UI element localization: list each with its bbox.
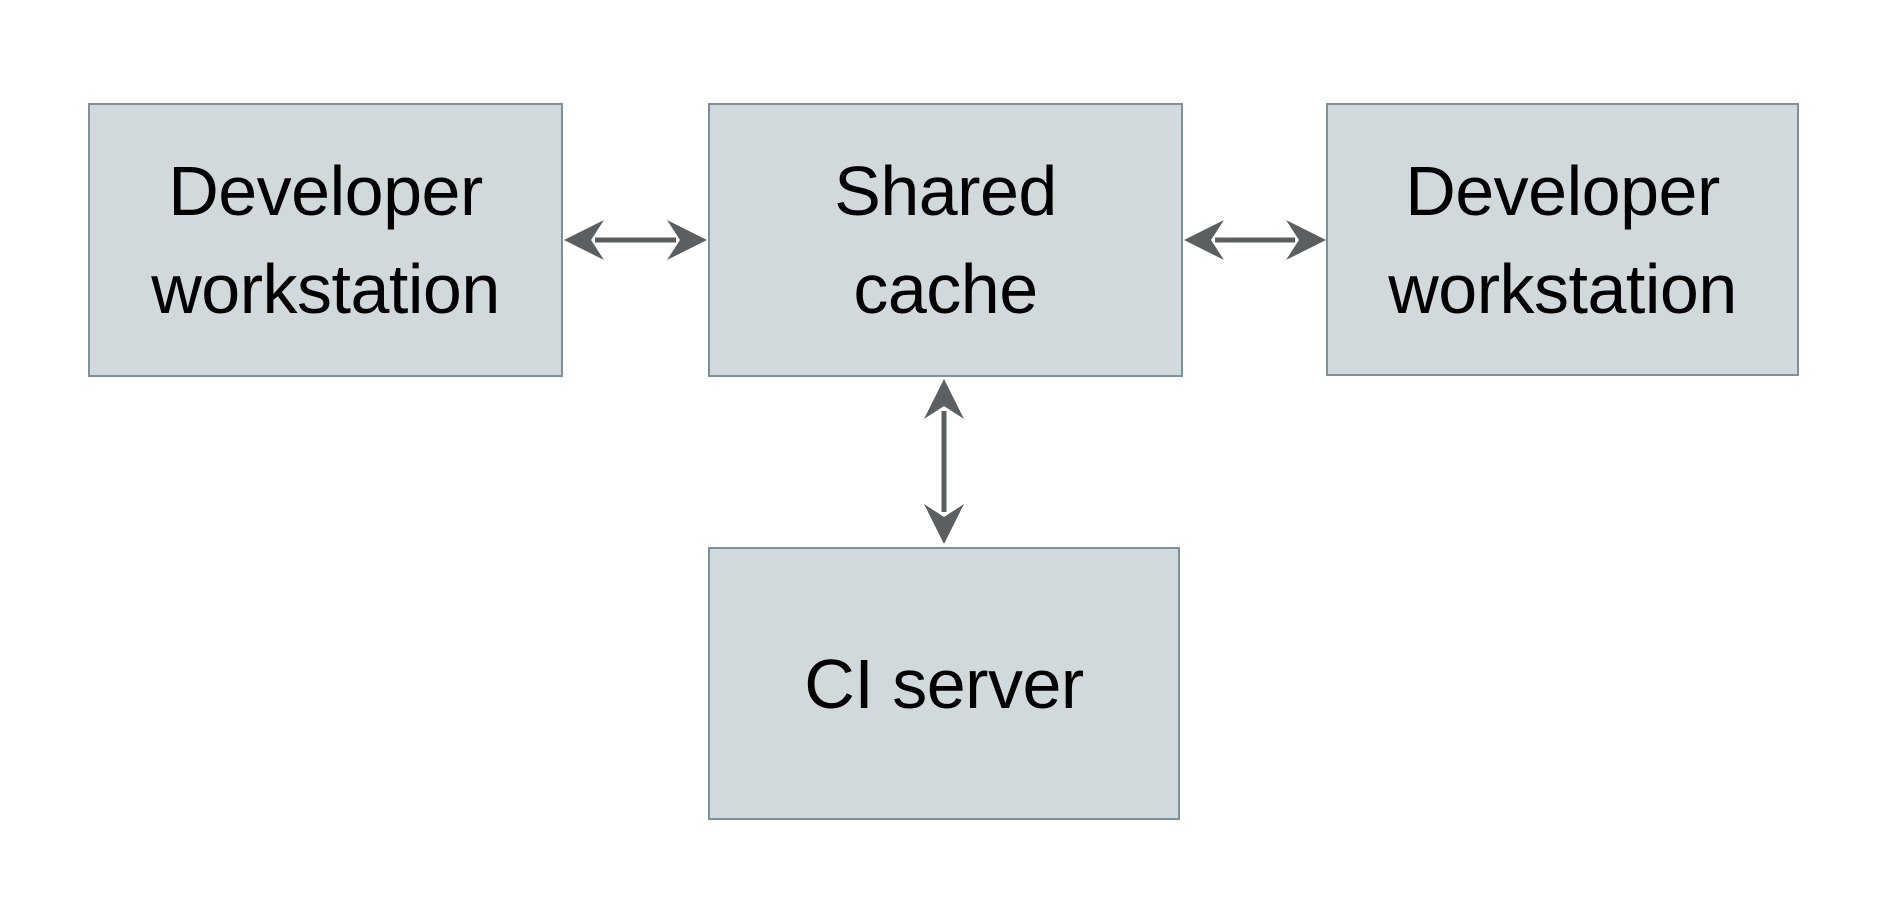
node-label-line: Developer bbox=[168, 152, 483, 230]
node-label-line: workstation bbox=[151, 250, 500, 328]
node-label-line: workstation bbox=[1388, 249, 1737, 328]
arrow-head-icon bbox=[924, 504, 964, 544]
node-label-line: Developer bbox=[1405, 151, 1720, 230]
arrow-head-icon bbox=[924, 379, 964, 419]
bidirectional-arrow-devleft-cache bbox=[564, 220, 707, 260]
bidirectional-arrow-cache-ciserver bbox=[924, 379, 964, 544]
bidirectional-arrow-cache-devright bbox=[1184, 220, 1326, 260]
node-developer-workstation-right: Developer workstation bbox=[1326, 103, 1799, 376]
node-shared-cache: Shared cache bbox=[708, 103, 1183, 377]
arrow-head-icon bbox=[564, 220, 604, 260]
arrow-head-icon bbox=[1184, 220, 1224, 260]
arrow-head-icon bbox=[1286, 220, 1326, 260]
node-developer-workstation-left: Developer workstation bbox=[88, 103, 563, 377]
node-label-line: Shared bbox=[834, 152, 1057, 230]
node-label-line: CI server bbox=[804, 644, 1084, 723]
node-label-line: cache bbox=[853, 250, 1038, 328]
arrow-head-icon bbox=[667, 220, 707, 260]
node-ci-server: CI server bbox=[708, 547, 1180, 820]
